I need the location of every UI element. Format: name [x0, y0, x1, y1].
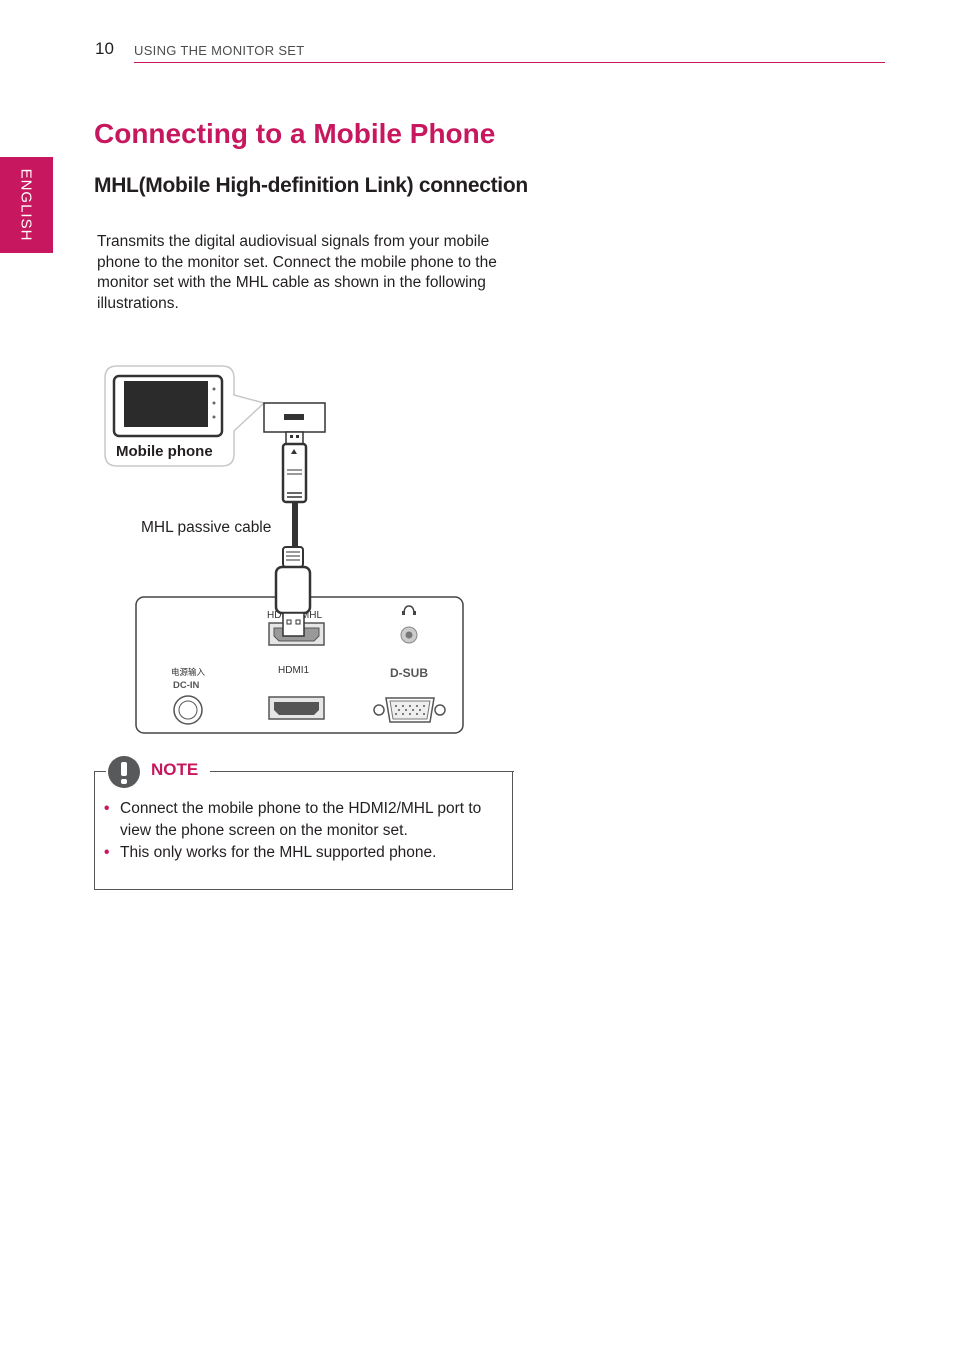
note-border-top-right: [210, 771, 514, 772]
page-title: Connecting to a Mobile Phone: [94, 118, 496, 149]
micro-usb-plug-icon: [281, 431, 308, 504]
header-rule: [134, 62, 885, 63]
bullet-icon: •: [104, 800, 110, 817]
note-border-top-left: [94, 771, 106, 772]
dsub-label: D-SUB: [390, 666, 428, 680]
hdmi1-label: HDMI1: [278, 665, 310, 676]
note-item: • Connect the mobile phone to the HDMI2/…: [104, 800, 482, 839]
hdmi-plug-icon: [274, 546, 312, 637]
language-tab: ENGLISH: [0, 157, 53, 253]
headphone-icon: [402, 605, 416, 615]
running-header: USING THE MONITOR SET: [134, 43, 305, 58]
language-tab-label: ENGLISH: [17, 168, 35, 242]
note-label: NOTE: [151, 760, 199, 779]
intro-paragraph: Transmits the digital audiovisual signal…: [97, 233, 497, 312]
dc-in-chinese-label: 电源输入: [171, 667, 206, 678]
mhl-cable: [292, 502, 298, 547]
dc-in-label: DC-IN: [173, 680, 200, 691]
phone-label: Mobile phone: [116, 443, 213, 460]
connection-diagram: Mobile phone MHL passive cable HDMI2/MHL…: [104, 365, 464, 734]
section-heading: MHL(Mobile High-definition Link) connect…: [94, 174, 528, 197]
page-number: 10: [95, 39, 114, 58]
note-item: • This only works for the MHL supported …: [104, 842, 504, 864]
exclamation-icon: [108, 756, 140, 788]
cable-label: MHL passive cable: [141, 519, 271, 536]
dsub-port: [373, 697, 446, 723]
note-list: • Connect the mobile phone to the HDMI2/…: [104, 798, 504, 864]
note-box: [94, 771, 513, 890]
mobile-phone-bubble: Mobile phone: [104, 365, 266, 467]
bullet-icon: •: [104, 844, 110, 861]
